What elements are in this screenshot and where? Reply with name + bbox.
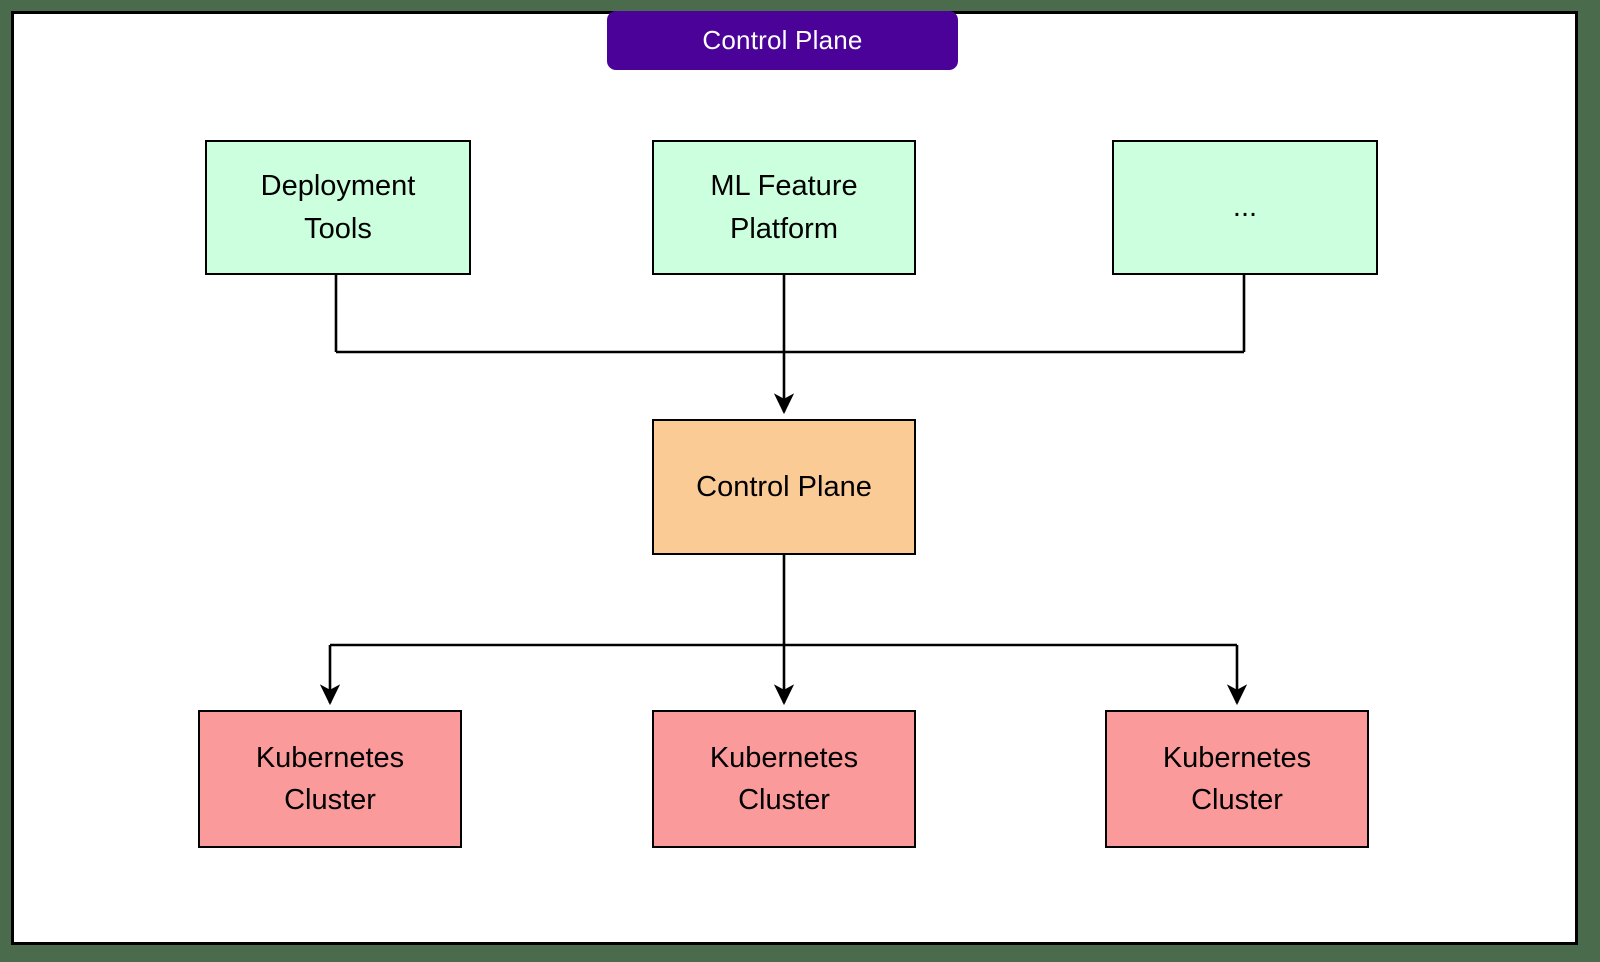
node-kubernetes-cluster-2[interactable]: Kubernetes Cluster: [652, 710, 916, 848]
diagram-title-badge: Control Plane: [607, 11, 958, 70]
node-kubernetes-cluster-1[interactable]: Kubernetes Cluster: [198, 710, 462, 848]
node-deployment-tools[interactable]: Deployment Tools: [205, 140, 471, 275]
node-kubernetes-cluster-3[interactable]: Kubernetes Cluster: [1105, 710, 1369, 848]
node-ml-feature-platform[interactable]: ML Feature Platform: [652, 140, 916, 275]
node-control-plane[interactable]: Control Plane: [652, 419, 916, 555]
node-more-sources[interactable]: ...: [1112, 140, 1378, 275]
diagram-title-label: Control Plane: [702, 25, 863, 55]
